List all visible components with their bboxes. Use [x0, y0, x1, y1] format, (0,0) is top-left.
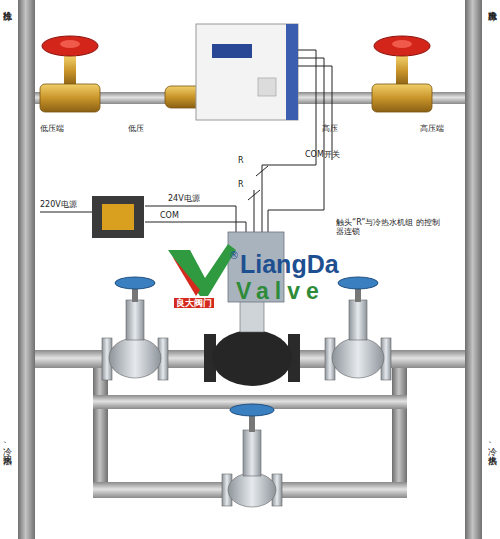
- valve-yoke: [240, 300, 264, 332]
- globe-valve-body: [228, 473, 276, 507]
- valve-stem: [396, 56, 408, 86]
- port-label: 低压: [128, 124, 144, 133]
- signal-label: 220V电源: [40, 200, 77, 209]
- port-label: 低压端: [40, 124, 64, 133]
- handwheel-hub: [60, 40, 80, 48]
- brand-name: 良大阀门: [174, 298, 214, 308]
- logo-text: Valve: [236, 278, 325, 304]
- pipe-direction-label: 冷、热回水: [3, 440, 13, 449]
- switch-side-plate: [286, 24, 298, 120]
- wire: [298, 58, 324, 160]
- signal-label: 24V电源: [168, 194, 200, 203]
- globe-valve-body: [332, 338, 384, 378]
- handwheel: [338, 277, 378, 289]
- relay-contact: [256, 166, 268, 176]
- return-riser-pipe: [18, 0, 35, 539]
- handwheel: [115, 277, 155, 289]
- contact-label: R: [238, 156, 244, 165]
- logo-mark: [168, 244, 236, 296]
- transformer-coil: [102, 204, 134, 230]
- valve-bonnet: [349, 300, 367, 340]
- wire: [262, 50, 316, 232]
- wire: [268, 160, 324, 232]
- logo-text: LiangDa: [240, 250, 339, 279]
- control-wiring: [40, 50, 332, 232]
- switch-display: [212, 44, 252, 58]
- valve-bonnet: [126, 300, 144, 340]
- adjust-screw: [258, 78, 276, 96]
- interlock-note: 触头“R”与冷热水机组 的控制器连锁: [336, 218, 446, 236]
- contact-label: R: [238, 180, 244, 189]
- handwheel: [374, 36, 430, 56]
- signal-label: COM开关: [305, 150, 340, 159]
- wire: [40, 212, 92, 213]
- logo-swoosh: [172, 256, 200, 296]
- handwheel: [42, 36, 98, 56]
- port-label: 高压: [322, 124, 338, 133]
- globe-valve-body: [109, 338, 161, 378]
- gate-valve-body: [372, 84, 432, 112]
- bypass-pipe: [392, 368, 407, 498]
- bypass-pipe: [93, 368, 108, 498]
- transformer-body: [92, 196, 144, 238]
- valve-bonnet: [243, 430, 261, 476]
- relay-contact: [248, 190, 260, 200]
- pressure-switch-body: [196, 24, 298, 120]
- wire: [145, 206, 236, 232]
- trademark-sign: ®: [229, 250, 239, 262]
- valve-stem: [64, 56, 76, 86]
- control-valve-body: [212, 330, 292, 386]
- pipe-direction-label: 冷、热供水: [488, 440, 498, 449]
- wire: [145, 222, 246, 232]
- wire: [254, 190, 255, 232]
- handwheel-hub: [392, 40, 412, 48]
- wire: [298, 66, 332, 160]
- signal-label: COM: [160, 211, 179, 220]
- port-label: 高压端: [420, 124, 444, 133]
- handwheel: [230, 404, 274, 416]
- gate-valve-body: [40, 84, 100, 112]
- supply-riser-pipe: [465, 0, 482, 539]
